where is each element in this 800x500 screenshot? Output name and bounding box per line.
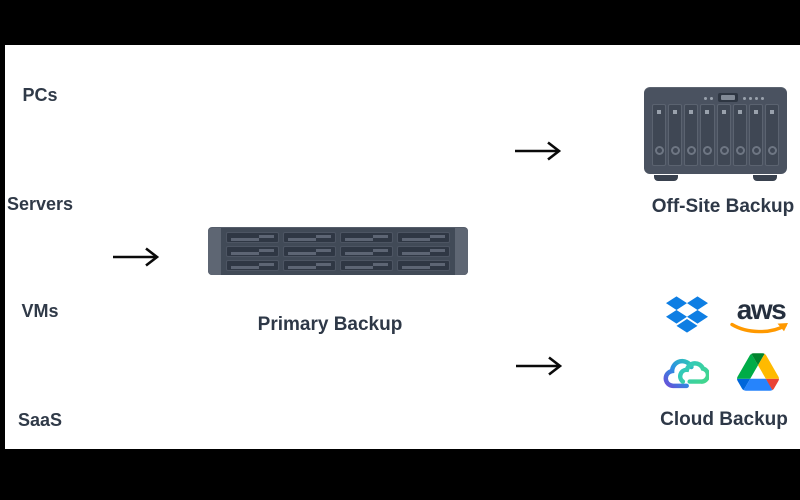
source-label-pcs: PCs (22, 85, 58, 105)
source-label-servers: Servers (6, 194, 74, 214)
drive-bay (668, 104, 683, 166)
drive-bay (748, 104, 763, 166)
letterbox-top-bar (0, 0, 800, 45)
led-dots (704, 97, 713, 100)
drive-tray (226, 246, 279, 257)
drive-tray (397, 246, 450, 257)
arrow-right-icon (514, 355, 564, 377)
drive-tray (340, 246, 393, 257)
drive-bay (764, 104, 779, 166)
aws-wordmark: aws (736, 294, 787, 325)
source-label-vms: VMs (21, 301, 59, 321)
primary-backup-label: Primary Backup (257, 314, 403, 335)
arrow-right-icon (513, 140, 563, 162)
drive-tray (226, 232, 279, 243)
source-label-saas: SaaS (17, 410, 63, 430)
drive-bay (684, 104, 699, 166)
dropbox-icon (666, 296, 708, 338)
device-foot (753, 175, 777, 181)
offsite-backup-label: Off-Site Backup (651, 196, 795, 217)
drive-tray (226, 260, 279, 271)
arrow-right-icon (111, 246, 161, 268)
letterbox-bottom-bar (0, 449, 800, 500)
cloud-backup-label: Cloud Backup (660, 409, 788, 430)
drive-tray (340, 232, 393, 243)
drive-bay (652, 104, 667, 166)
aws-smile-icon (730, 322, 788, 334)
drive-bay (732, 104, 747, 166)
synology-c2-cloud-icon (661, 350, 711, 395)
drive-tray (397, 232, 450, 243)
rack-end-cap (208, 228, 221, 275)
rack-end-cap (455, 228, 468, 275)
nas-top-panel (644, 88, 787, 104)
rack-drive-grid (221, 228, 455, 275)
drive-tray (283, 232, 336, 243)
google-drive-icon (737, 353, 779, 396)
drive-tray (397, 260, 450, 271)
offsite-backup-device (644, 87, 787, 181)
device-foot (654, 175, 678, 181)
drive-bay (716, 104, 731, 166)
led-dots (743, 97, 764, 100)
aws-logo-icon: aws (728, 294, 794, 335)
letterbox-left-strip (0, 0, 5, 500)
drive-bay (700, 104, 715, 166)
drive-tray (283, 246, 336, 257)
drive-tray (340, 260, 393, 271)
nas-top-button (718, 93, 738, 102)
nas-bay-row (644, 104, 787, 166)
drive-tray (283, 260, 336, 271)
primary-backup-device (208, 227, 468, 275)
